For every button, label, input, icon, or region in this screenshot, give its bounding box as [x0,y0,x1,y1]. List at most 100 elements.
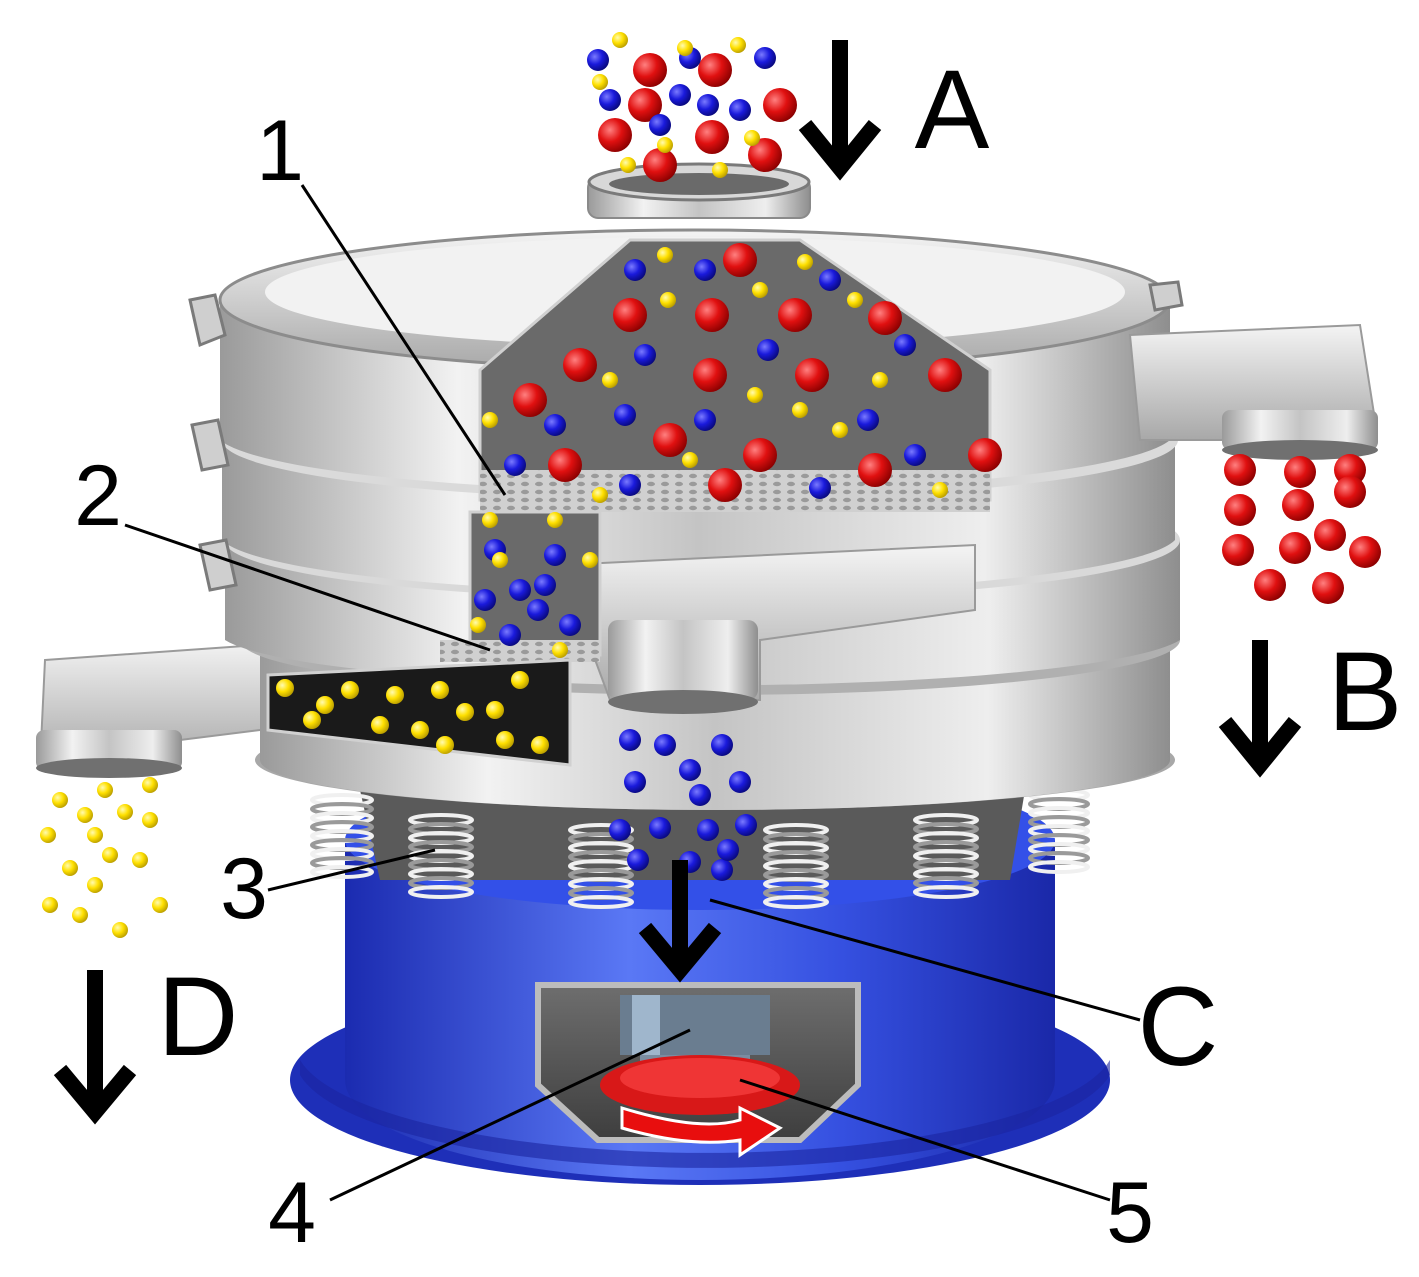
particle [694,259,716,281]
label-stream-c: C [1138,964,1219,1089]
particle [52,792,68,808]
particle [612,32,628,48]
particle [677,40,693,56]
particle [482,512,498,528]
particle [748,138,782,172]
feed-inlet [587,162,811,219]
particle [411,721,429,739]
particle [729,771,751,793]
particle [744,130,760,146]
particle [613,298,647,332]
particle [1312,572,1344,604]
arrow-d-icon [53,970,137,1125]
particle [548,448,582,482]
particle [563,348,597,382]
particle [679,759,701,781]
particle [531,736,549,754]
particle [928,358,962,392]
particle [809,477,831,499]
particle [1334,454,1366,486]
particle [1224,454,1256,486]
particle [694,409,716,431]
spring [763,823,829,909]
clamp-left-upper [188,293,227,348]
particle [142,777,158,793]
particle [436,736,454,754]
particle [599,89,621,111]
particle [712,162,728,178]
particle [649,817,671,839]
clamp-right-upper [1148,280,1184,312]
particle [649,114,671,136]
leader-line-4 [329,1028,691,1202]
particle [511,671,529,689]
particle [695,120,729,154]
particle [627,849,649,871]
particle [42,897,58,913]
particle [657,137,673,153]
particle [470,617,486,633]
label-part-3: 3 [220,841,268,937]
particle [1284,456,1316,488]
particle [697,819,719,841]
particle [492,552,508,568]
particle [1282,489,1314,521]
particle [747,387,763,403]
particle [552,642,568,658]
particle [894,334,916,356]
particle [40,827,56,843]
particle [904,444,926,466]
particle [486,701,504,719]
arrow-c-icon [638,860,722,983]
spring [913,813,979,899]
label-stream-b: B [1328,629,1403,754]
leader-lines [124,184,1141,1202]
particle [132,852,148,868]
particle [763,88,797,122]
particle [754,47,776,69]
label-part-1: 1 [256,103,304,199]
particle [797,254,813,270]
arrow-a-icon [798,40,882,181]
particle [1222,534,1254,566]
particle [534,574,556,596]
particle [832,422,848,438]
outlet-spout-middle [558,543,976,714]
screen-mesh-2 [440,640,600,662]
particle [386,686,404,704]
arrow-b-icon [1218,640,1302,778]
particle [932,482,948,498]
leader-line-3 [267,848,436,892]
label-part-4: 4 [268,1165,316,1261]
particle [112,922,128,938]
particle [97,782,113,798]
particle [735,814,757,836]
particle [598,118,632,152]
particle [152,897,168,913]
particle [117,804,133,820]
spring [568,823,634,909]
particle [708,468,742,502]
particle [711,734,733,756]
particle [752,282,768,298]
particle [431,681,449,699]
particle [619,729,641,751]
particle [1314,519,1346,551]
particle [62,860,78,876]
particle [743,438,777,472]
label-part-2: 2 [74,448,122,544]
particle [474,589,496,611]
particle [1334,476,1366,508]
particle [496,731,514,749]
particle [544,544,566,566]
particle [711,859,733,881]
particle [669,84,691,106]
particle [624,259,646,281]
label-stream-a: A [915,47,990,172]
particle [624,771,646,793]
particle [643,148,677,182]
leader-line-1 [300,184,507,496]
particle [456,703,474,721]
particle [653,423,687,457]
